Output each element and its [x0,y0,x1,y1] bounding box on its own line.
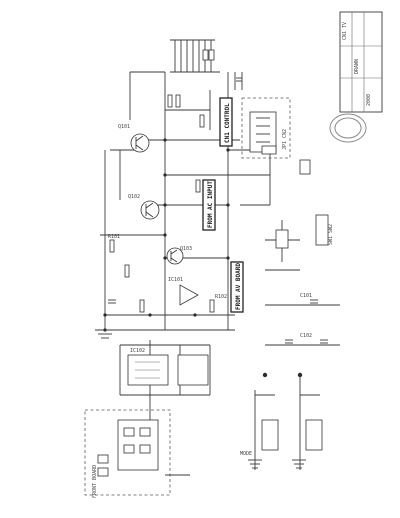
transistor-q3: Q103 [166,246,192,265]
boxed-label-control-text: CN1 CONTROL [224,103,231,143]
junctions [103,138,303,378]
label-mode: MODE [240,451,252,457]
mode-switch-left: MODE [240,390,279,470]
label-front-board: FRONT BOARD [92,465,98,498]
front-board-block: FRONT BOARD [84,400,190,498]
title-block-text-mid: DRAWN [354,59,360,74]
title-block-text-date: 2000 [366,94,372,106]
boxed-label-control: CN1 CONTROL [219,97,233,147]
boxed-label-av-board: FROM AV BOARD [230,261,244,313]
transistor-q1: Q101 [118,124,150,153]
header-connector [170,39,220,73]
label-ic101: IC101 [168,277,183,283]
ic102-block: IC102 [127,348,209,386]
ground-symbols [95,329,115,339]
mode-switch-right [292,375,323,470]
label-note-right: SW1 SW2 [328,224,334,245]
right-components: SW1 SW2 [275,159,334,262]
label-c1: C101 [300,293,312,299]
boxed-label-av-board-text: FROM AV BOARD [235,263,242,310]
label-connector: JP1 CN2 [282,129,288,150]
label-c2: C102 [300,333,312,339]
transistor-q2: Q102 [128,194,160,220]
title-block: CN1 TV DRAWN 2000 [339,11,383,113]
relay-connector-block: JP1 CN2 [241,97,291,159]
label-r1: R101 [108,234,120,240]
label-ic102: IC102 [130,348,145,354]
label-q1: Q101 [118,124,130,130]
opamp-ic101: IC101 [168,277,199,306]
boxed-label-ac-input: FROM AC INPUT [202,179,216,231]
boxed-label-ac-input-text: FROM AC INPUT [207,181,214,228]
passive-components: R101 R102 C101 C102 [108,77,328,344]
label-r2: R102 [215,294,227,300]
label-q2: Q102 [128,194,140,200]
approval-stamp [329,113,367,143]
title-block-text-top: CN1 TV [342,22,348,40]
label-q3: Q103 [180,246,192,252]
